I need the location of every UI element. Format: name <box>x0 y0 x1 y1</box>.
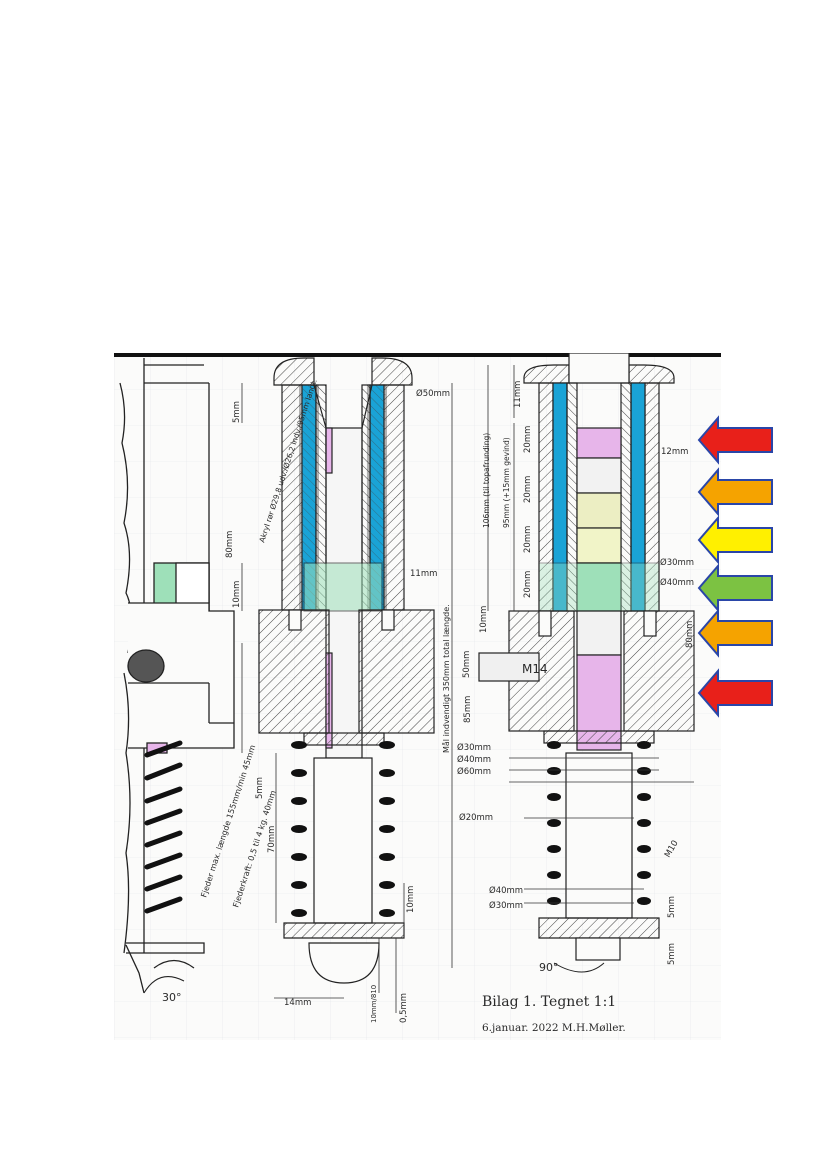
label-rd30: Ø30mm <box>660 557 694 568</box>
label-r80mm: 80mm <box>685 621 695 648</box>
label-top-5mm: 5mm <box>232 401 242 423</box>
label-5mm: 5mm <box>255 777 265 799</box>
side-view <box>119 358 235 994</box>
label-90deg: 90° <box>539 961 559 974</box>
label-d30: Ø30mm <box>457 742 491 753</box>
label-14mm: 14mm <box>284 998 311 1008</box>
label-10-810: 10mm/810 <box>370 985 378 1023</box>
label-r20d: 20mm <box>523 571 533 598</box>
label-12mm: 12mm <box>661 447 688 457</box>
side-spring <box>144 740 183 914</box>
label-r5mm-a: 5mm <box>667 896 677 918</box>
label-r20a: 20mm <box>523 426 533 453</box>
dimension-lines <box>241 365 695 1013</box>
label-r20c: 20mm <box>523 526 533 553</box>
label-30deg: 30° <box>162 991 182 1004</box>
drawing-canvas: Ø50mm 5mm Akryl rør Ø29,8 udv./Ø26,2 ind… <box>114 353 721 1040</box>
label-05mm: 0,5mm <box>399 993 409 1023</box>
label-r5mm-b: 5mm <box>667 943 677 965</box>
label-95mm: 95mm (+15mm gevind) <box>502 437 511 528</box>
pin-circle <box>127 649 165 683</box>
label-d60: Ø60mm <box>457 766 491 777</box>
technical-drawing-sheet: Ø50mm 5mm Akryl rør Ø29,8 udv./Ø26,2 ind… <box>114 353 721 1040</box>
label-70mm: 70mm <box>267 826 277 853</box>
label-d20: Ø20mm <box>459 812 493 823</box>
label-11mm: 11mm <box>410 569 437 579</box>
label-10mm: 10mm <box>232 581 242 608</box>
angle-arc-90 <box>553 962 605 973</box>
label-d40b: Ø40mm <box>489 885 523 896</box>
label-10mm-b: 10mm <box>406 886 416 913</box>
label-d50: Ø50mm <box>416 388 450 399</box>
label-m14: M14 <box>522 662 548 676</box>
label-r20b: 20mm <box>523 476 533 503</box>
label-r11mm: 11mm <box>513 381 523 408</box>
top-edge <box>114 353 721 357</box>
center-assembly <box>258 357 435 984</box>
label-80mm: 80mm <box>225 531 235 558</box>
label-r10mm: 10mm <box>479 606 489 633</box>
label-106mm: 106mm (til topafrunding) <box>482 433 491 528</box>
label-d40: Ø40mm <box>457 754 491 765</box>
right-assembly <box>478 353 695 961</box>
footer-date: 6.januar. 2022 M.H.Møller. <box>482 1022 626 1034</box>
label-50mm: 50mm <box>462 651 472 678</box>
center-spring <box>291 741 395 917</box>
label-rd40: Ø40mm <box>660 577 694 588</box>
footer-title: Bilag 1. Tegnet 1:1 <box>482 994 616 1010</box>
label-total: Mål indvendigt 350mm total længde. <box>441 604 451 753</box>
label-85mm: 85mm <box>463 696 473 723</box>
label-d30b: Ø30mm <box>489 900 523 911</box>
angle-arc-30 <box>143 976 185 994</box>
